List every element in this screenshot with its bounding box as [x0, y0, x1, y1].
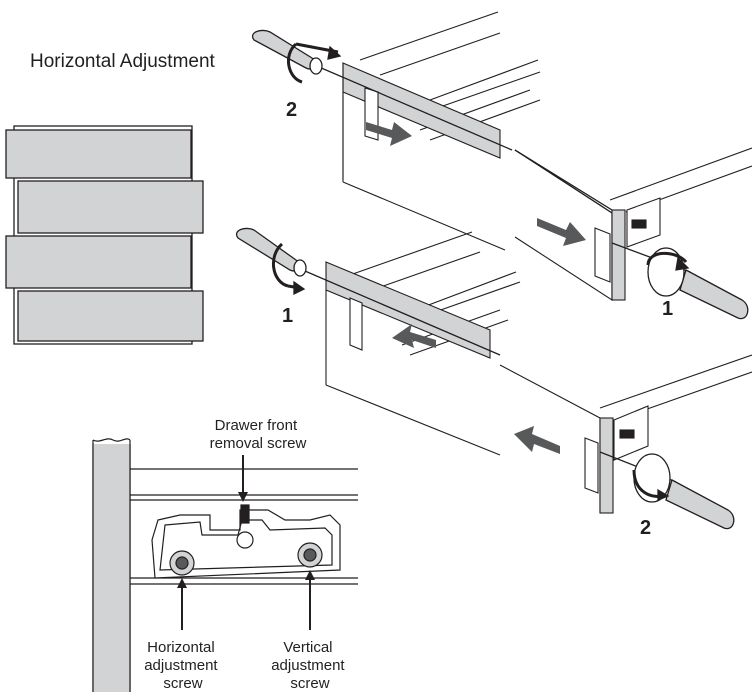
diagram-title: Horizontal Adjustment [30, 51, 216, 72]
drawer-front-4 [17, 290, 204, 342]
screwdriver-bottom-right [599, 451, 735, 530]
bottom-pull-arrows [392, 324, 560, 454]
callout-leaders [177, 455, 315, 630]
top-drawer-assembly [342, 11, 752, 302]
screwdriver-top-left [251, 29, 513, 151]
screwdriver-top-right [611, 242, 749, 320]
drawer-front-1 [5, 129, 192, 179]
drawer-fronts-schematic [5, 125, 204, 345]
callout-horizontal-screw: Horizontal adjustment screw [144, 639, 222, 692]
screwdriver-bottom-left [235, 227, 501, 356]
bottom-drawer-assembly [325, 231, 752, 514]
step-label-top-right: 1 [662, 298, 673, 320]
step-label-bottom-left: 1 [282, 305, 293, 327]
top-push-arrows [366, 122, 586, 246]
callout-vertical-screw: Vertical adjustment screw [271, 639, 349, 692]
callout-removal-screw: Drawer front removal screw [210, 417, 307, 452]
drawer-front-3 [5, 235, 192, 289]
step-label-top-left: 2 [286, 99, 297, 121]
drawer-front-2 [17, 180, 204, 234]
step-label-bottom-right: 2 [640, 517, 651, 539]
mechanism-detail [92, 438, 358, 692]
